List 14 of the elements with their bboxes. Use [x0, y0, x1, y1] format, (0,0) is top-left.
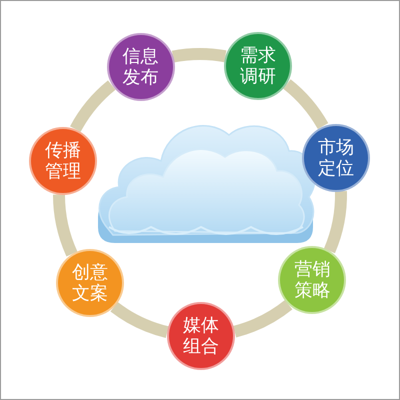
- node-label: 营销策略: [293, 259, 332, 302]
- node-label: 需求调研: [238, 45, 277, 88]
- node-label: 创意文案: [70, 262, 109, 304]
- ring-arc: [70, 80, 116, 132]
- node-label: 市场定位: [317, 136, 355, 179]
- ring-arc: [172, 48, 226, 63]
- node-label: 媒体组合: [182, 314, 220, 357]
- ring-arc: [53, 194, 78, 256]
- ring-arc: [110, 302, 169, 338]
- ring-arc: [232, 300, 292, 338]
- circle-node: [278, 246, 346, 314]
- node-label: 传播管理: [44, 140, 82, 182]
- ring-arc: [282, 79, 328, 130]
- node-label: 信息发布: [122, 46, 160, 88]
